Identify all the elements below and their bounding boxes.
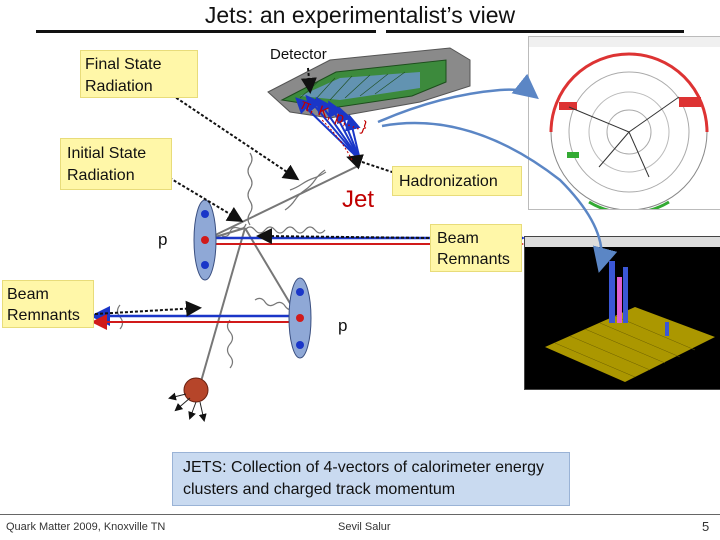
display-link-arrows (377, 73, 618, 273)
detector-label: Detector (270, 46, 327, 63)
proton-label-bottom: p (338, 316, 348, 335)
initial-state-radiation-label: Initial State Radiation (67, 145, 147, 184)
jets-definition-box: JETS: Collection of 4-vectors of calorim… (172, 452, 570, 506)
jet-label: Jet (342, 186, 375, 213)
event-display-lego (524, 236, 720, 390)
parton-lines (199, 164, 361, 386)
final-state-radiation-label: Final State Radiation (85, 56, 162, 95)
title-underline-left (36, 30, 376, 33)
proton-left (193, 199, 217, 281)
footer-author: Sevil Salur (338, 521, 391, 533)
hadron-blob (168, 377, 209, 422)
title-underline-right (386, 30, 684, 33)
final-state-radiation-box: Final State Radiation (80, 50, 198, 98)
jet-particle-arrows (295, 94, 361, 161)
footer-conference: Quark Matter 2009, Knoxville TN (6, 521, 166, 533)
footer-page-number: 5 (702, 519, 710, 534)
event-display-top-graphic (529, 37, 720, 209)
event-display-lego-graphic (525, 237, 720, 382)
beam-remnants-right-box: Beam Remnants (430, 224, 522, 272)
jets-definition-text: JETS: Collection of 4-vectors of calorim… (183, 459, 545, 498)
beam-remnants-left-label: Beam Remnants (7, 286, 80, 324)
hadronization-box: Hadronization (392, 166, 522, 196)
proton-label-left: p (158, 230, 168, 249)
page-title: Jets: an experimentalist’s view (204, 2, 516, 28)
beam-remnants-right-label: Beam Remnants (437, 230, 510, 268)
beam-remnants-left-box: Beam Remnants (2, 280, 94, 328)
footer-divider (0, 514, 720, 515)
proton-right (288, 277, 312, 359)
hadronization-label: Hadronization (399, 173, 498, 190)
initial-state-radiation-box: Initial State Radiation (60, 138, 172, 190)
jet-boundary (321, 119, 353, 161)
